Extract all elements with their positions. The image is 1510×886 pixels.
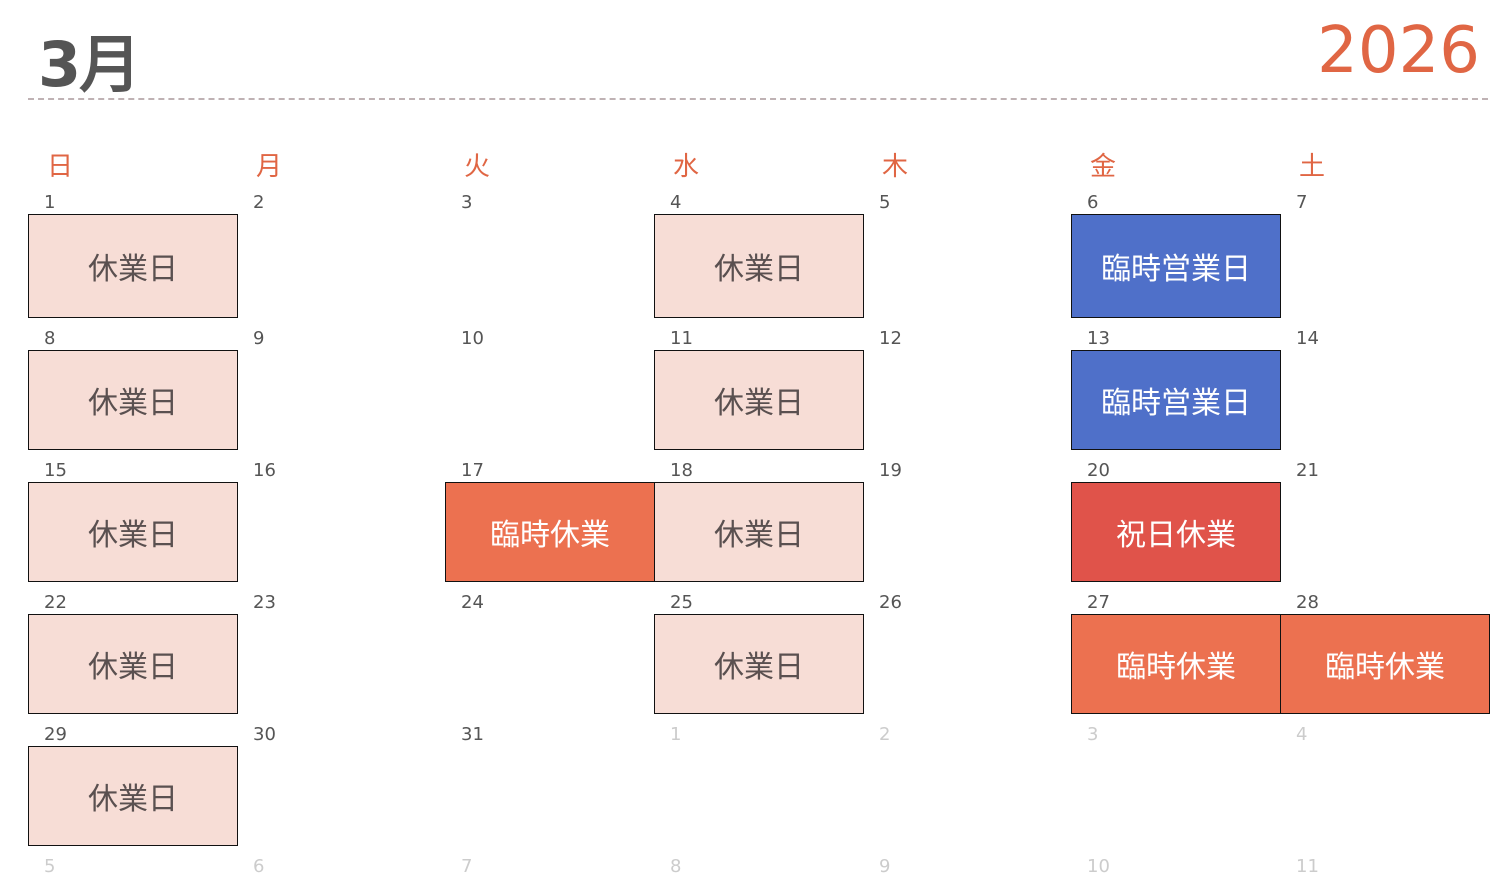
day-number[interactable]: 19 — [879, 460, 902, 481]
day-number[interactable]: 4 — [670, 192, 682, 213]
event-block[interactable]: 臨時営業日 — [1071, 214, 1281, 318]
day-number[interactable]: 9 — [253, 328, 265, 349]
event-block[interactable]: 休業日 — [654, 214, 864, 318]
day-number[interactable]: 23 — [253, 592, 276, 613]
day-number[interactable]: 11 — [1296, 856, 1319, 877]
weekday-header: 金 — [1090, 152, 1117, 182]
event-block[interactable]: 休業日 — [654, 614, 864, 714]
day-number[interactable]: 16 — [253, 460, 276, 481]
weekday-header: 土 — [1299, 152, 1326, 182]
day-number[interactable]: 29 — [44, 724, 67, 745]
day-number[interactable]: 24 — [461, 592, 484, 613]
day-number[interactable]: 22 — [44, 592, 67, 613]
header-divider — [28, 98, 1488, 100]
event-block[interactable]: 休業日 — [28, 614, 238, 714]
event-block[interactable]: 休業日 — [654, 350, 864, 450]
day-number[interactable]: 13 — [1087, 328, 1110, 349]
day-number[interactable]: 2 — [253, 192, 265, 213]
day-number[interactable]: 26 — [879, 592, 902, 613]
day-number[interactable]: 1 — [670, 724, 682, 745]
day-number[interactable]: 9 — [879, 856, 891, 877]
day-number[interactable]: 2 — [879, 724, 891, 745]
year-title: 2026 — [1317, 14, 1480, 88]
day-number[interactable]: 17 — [461, 460, 484, 481]
event-block[interactable]: 休業日 — [28, 350, 238, 450]
day-number[interactable]: 18 — [670, 460, 693, 481]
weekday-header: 月 — [256, 152, 283, 182]
day-number[interactable]: 3 — [1087, 724, 1099, 745]
day-number[interactable]: 4 — [1296, 724, 1308, 745]
day-number[interactable]: 5 — [44, 856, 56, 877]
event-block[interactable]: 祝日休業 — [1071, 482, 1281, 582]
event-block[interactable]: 休業日 — [654, 482, 864, 582]
day-number[interactable]: 11 — [670, 328, 693, 349]
event-block[interactable]: 臨時営業日 — [1071, 350, 1281, 450]
event-block[interactable]: 休業日 — [28, 482, 238, 582]
day-number[interactable]: 20 — [1087, 460, 1110, 481]
day-number[interactable]: 7 — [1296, 192, 1308, 213]
event-block[interactable]: 臨時休業 — [445, 482, 655, 582]
day-number[interactable]: 21 — [1296, 460, 1319, 481]
day-number[interactable]: 14 — [1296, 328, 1319, 349]
day-number[interactable]: 7 — [461, 856, 473, 877]
event-block[interactable]: 休業日 — [28, 214, 238, 318]
day-number[interactable]: 25 — [670, 592, 693, 613]
day-number[interactable]: 15 — [44, 460, 67, 481]
day-number[interactable]: 30 — [253, 724, 276, 745]
event-block[interactable]: 休業日 — [28, 746, 238, 846]
day-number[interactable]: 10 — [1087, 856, 1110, 877]
day-number[interactable]: 5 — [879, 192, 891, 213]
weekday-header: 木 — [882, 152, 909, 182]
day-number[interactable]: 6 — [253, 856, 265, 877]
day-number[interactable]: 12 — [879, 328, 902, 349]
day-number[interactable]: 28 — [1296, 592, 1319, 613]
weekday-header: 日 — [47, 152, 74, 182]
day-number[interactable]: 8 — [670, 856, 682, 877]
day-number[interactable]: 31 — [461, 724, 484, 745]
event-block[interactable]: 臨時休業 — [1280, 614, 1490, 714]
event-block[interactable]: 臨時休業 — [1071, 614, 1281, 714]
month-title: 3月 — [38, 28, 141, 101]
day-number[interactable]: 1 — [44, 192, 56, 213]
day-number[interactable]: 10 — [461, 328, 484, 349]
day-number[interactable]: 6 — [1087, 192, 1099, 213]
day-number[interactable]: 3 — [461, 192, 473, 213]
day-number[interactable]: 8 — [44, 328, 56, 349]
weekday-header: 火 — [464, 152, 491, 182]
weekday-header: 水 — [673, 152, 700, 182]
day-number[interactable]: 27 — [1087, 592, 1110, 613]
